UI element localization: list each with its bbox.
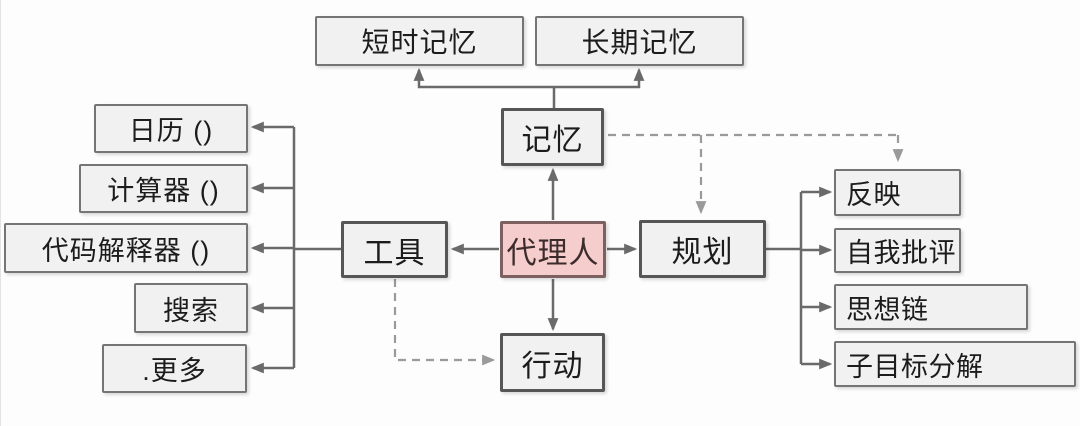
node-subgoal-decomposition: 子目标分解 <box>834 341 1076 387</box>
edge-tools-action-dashed <box>393 279 496 366</box>
node-calculator: 计算器 () <box>79 164 248 213</box>
edge-memory-long-term <box>554 67 645 89</box>
edge-memory-short-term <box>413 67 554 89</box>
node-reflection: 反映 <box>834 169 961 216</box>
node-agent: 代理人 <box>500 221 606 278</box>
node-chain-of-thought: 思想链 <box>834 284 1028 330</box>
node-action: 行动 <box>500 333 605 392</box>
node-calendar: 日历 () <box>94 104 248 153</box>
node-self-criticism: 自我批评 <box>834 228 961 273</box>
node-more: .更多 <box>102 344 247 393</box>
edge-planning-trunk <box>766 192 803 364</box>
node-planning: 规划 <box>639 220 766 278</box>
node-code-interpreter: 代码解释器 () <box>4 223 248 273</box>
node-short-term-memory: 短时记忆 <box>315 16 524 66</box>
edge-tools-trunk <box>292 127 341 368</box>
node-long-term-memory: 长期记忆 <box>535 16 744 66</box>
node-search: 搜索 <box>134 283 248 333</box>
node-memory: 记忆 <box>501 108 604 166</box>
node-tools: 工具 <box>341 221 448 278</box>
